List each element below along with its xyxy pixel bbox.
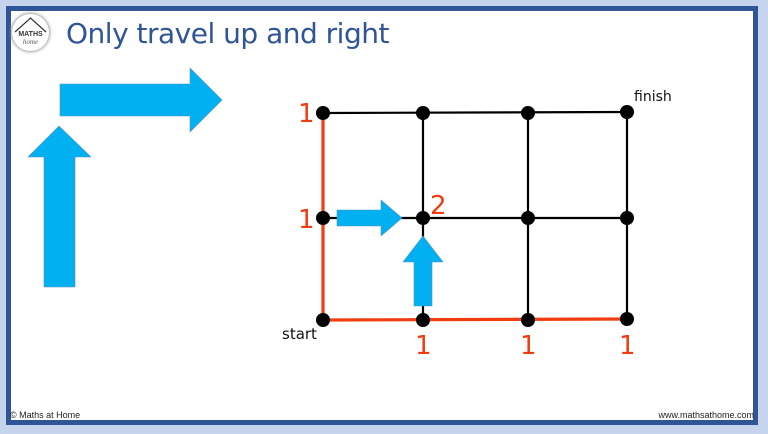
- small-up-arrow-icon: [402, 235, 444, 307]
- small-right-arrow-icon: [336, 199, 403, 237]
- node: [521, 313, 535, 327]
- node: [620, 312, 634, 326]
- node: [416, 106, 430, 120]
- node: [416, 313, 430, 327]
- copyright-text: © Maths at Home: [10, 410, 81, 420]
- node: [316, 211, 330, 225]
- count-label-middle-second: 2: [430, 191, 447, 221]
- website-link[interactable]: www.mathsathome.com: [658, 410, 754, 420]
- count-label-top-left: 1: [298, 99, 315, 129]
- page-title: Only travel up and right: [66, 17, 389, 50]
- start-label: start: [282, 325, 317, 343]
- node: [521, 211, 535, 225]
- count-label-bottom-fourth: 1: [619, 331, 636, 361]
- finish-label: finish: [634, 89, 672, 105]
- count-label-bottom-third: 1: [520, 331, 537, 361]
- big-up-arrow-icon: [27, 125, 92, 288]
- node: [620, 211, 634, 225]
- node: [316, 106, 330, 120]
- house-logo-icon: MATHS home: [14, 17, 47, 46]
- count-label-middle-left: 1: [298, 205, 315, 235]
- start-node: [316, 313, 330, 327]
- finish-node: [620, 105, 634, 119]
- grid-nodes: [316, 105, 634, 327]
- node: [416, 211, 430, 225]
- count-label-bottom-second: 1: [415, 331, 432, 361]
- logo-text-home: home: [23, 38, 38, 46]
- maths-at-home-logo: MATHS home: [12, 14, 49, 51]
- node: [521, 106, 535, 120]
- logo-text-maths: MATHS: [18, 31, 43, 38]
- big-right-arrow-icon: [59, 67, 223, 133]
